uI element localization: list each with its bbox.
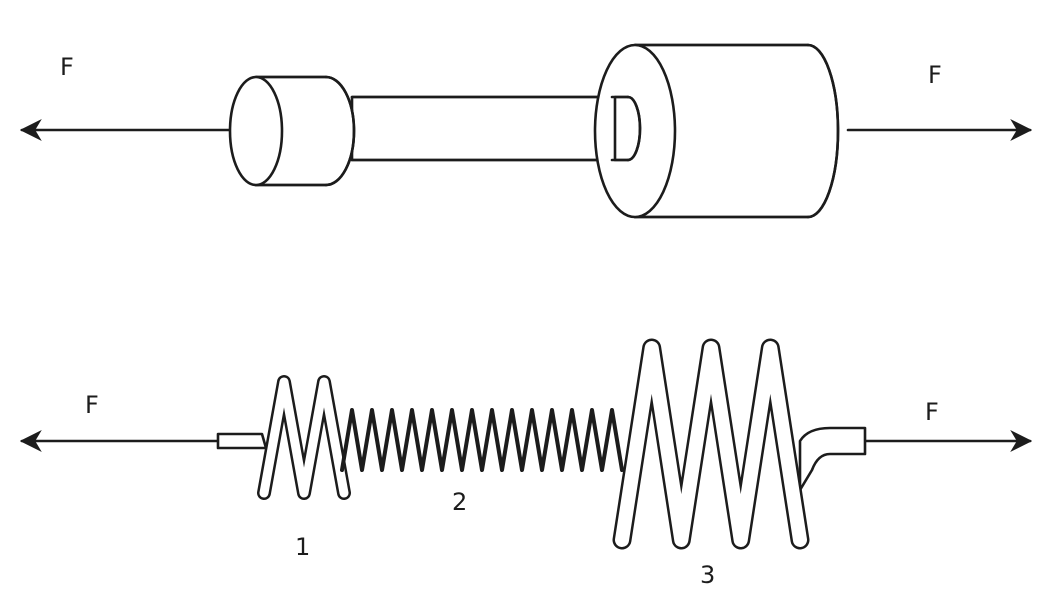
rod-large-cylinder [593,43,840,219]
stepped-rod [19,43,1033,219]
rod-force-right-label: F [928,61,942,89]
spring-right-end-connector [798,426,867,492]
spring-force-right-label: F [925,398,939,426]
spring-section-3-coils [612,338,810,550]
rod-small-cylinder [228,75,356,187]
spring-section-label-1: 1 [295,533,311,561]
spring-section-label-2: 2 [452,488,468,516]
spring-section-2-coils [340,408,624,472]
spring-left-end-connector [216,432,268,450]
spring-coils [257,338,810,550]
spring-force-left-label: F [85,391,99,419]
spring-section-label-3: 3 [700,561,716,589]
spring-system [19,338,1033,550]
spring-section-1-coils [257,375,351,500]
rod-force-left-label: F [60,53,74,81]
